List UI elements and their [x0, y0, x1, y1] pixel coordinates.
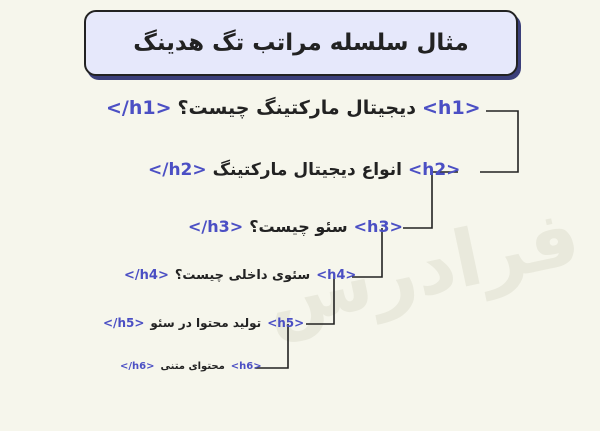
hierarchy-connectors	[255, 110, 519, 369]
closing-tag: </h5>	[103, 316, 145, 330]
heading-text: دیجیتال مارکتینگ چیست؟	[177, 97, 416, 119]
opening-tag: <h1>	[422, 97, 481, 119]
closing-tag: </h3>	[188, 217, 244, 236]
heading-row-h3: </h3> سئو چیست؟ <h3>	[188, 217, 403, 236]
heading-row-h5: </h5> تولید محتوا در سئو <h5>	[103, 316, 304, 330]
heading-text: سئوی داخلی چیست؟	[174, 268, 311, 283]
closing-tag: </h6>	[120, 361, 155, 372]
connector-h4-h5	[306, 277, 335, 325]
opening-tag: <h2>	[407, 160, 461, 180]
title-box: مثال سلسله مراتب تگ هدینگ	[84, 10, 518, 76]
heading-row-h1: </h1> دیجیتال مارکتینگ چیست؟ <h1>	[106, 97, 481, 119]
diagram-title: مثال سلسله مراتب تگ هدینگ	[133, 30, 469, 56]
closing-tag: </h4>	[124, 268, 169, 283]
heading-row-h6: </h6> محتوای متنی <h6>	[120, 361, 262, 372]
connector-h3-h4	[352, 228, 383, 278]
closing-tag: </h1>	[106, 97, 172, 119]
connector-h5-h6	[255, 324, 289, 369]
opening-tag: <h5>	[267, 316, 305, 330]
opening-tag: <h3>	[353, 217, 403, 236]
heading-text: سئو چیست؟	[249, 217, 348, 236]
heading-text: محتوای متنی	[160, 361, 225, 372]
heading-text: انواع دیجیتال مارکتینگ	[212, 160, 402, 180]
heading-text: تولید محتوا در سئو	[150, 316, 262, 330]
connector-h1-h2	[480, 110, 519, 173]
heading-row-h4: </h4> سئوی داخلی چیست؟ <h4>	[124, 268, 356, 283]
heading-row-h2: </h2> انواع دیجیتال مارکتینگ <h2>	[148, 160, 460, 180]
connector-h2-h3	[403, 171, 458, 229]
opening-tag: <h4>	[316, 268, 357, 283]
closing-tag: </h2>	[148, 160, 207, 180]
opening-tag: <h6>	[230, 361, 262, 372]
